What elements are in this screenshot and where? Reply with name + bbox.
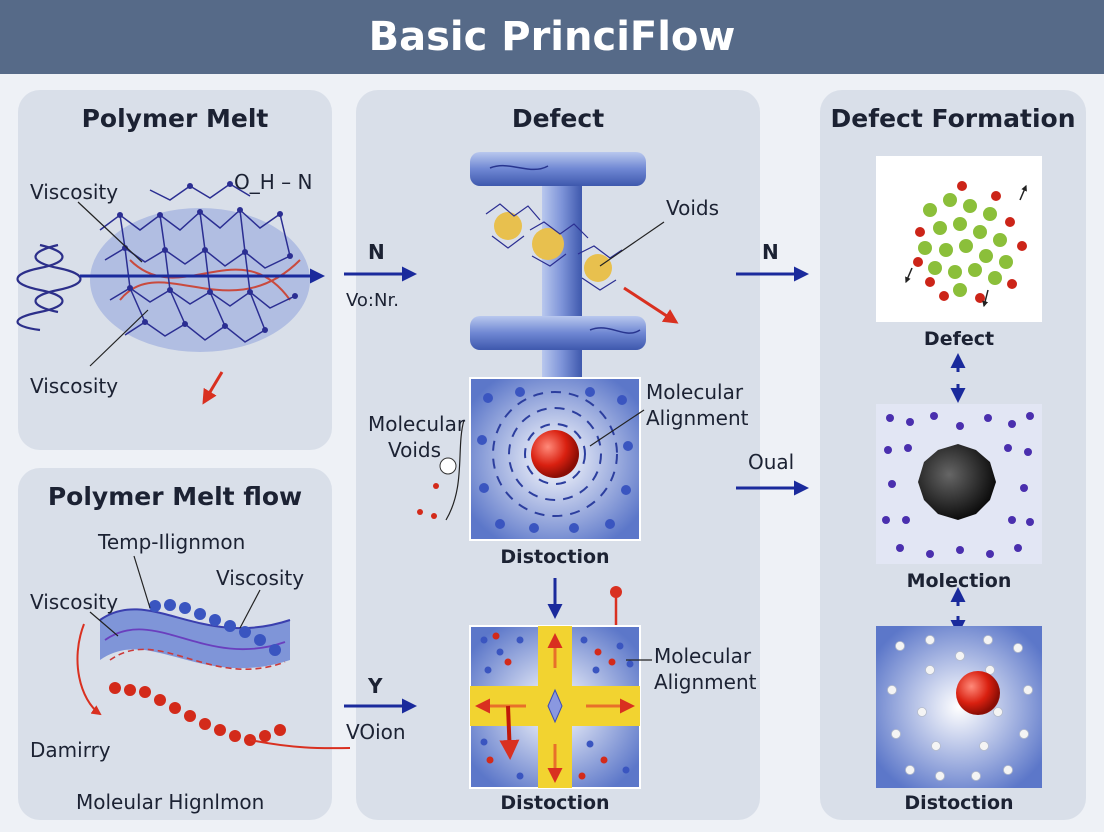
- caption-defect: Defect: [923, 328, 995, 350]
- red-spheres: [109, 682, 286, 746]
- panel-title-defect: Defect: [511, 104, 605, 133]
- caption-distoction: Distoction: [500, 546, 610, 568]
- label-voids: Voids: [666, 196, 720, 220]
- arrow-sublabel: VOion: [346, 720, 406, 744]
- label-moleular: Moleular Hignlmon: [76, 790, 265, 814]
- red-arrow: [623, 286, 679, 324]
- red-curved-arrow: [249, 739, 351, 750]
- caption-distoction: Distoction: [500, 792, 610, 814]
- label-formula: O_H – N: [234, 170, 313, 194]
- helix-icon: [16, 243, 82, 332]
- leader-line: [239, 589, 261, 629]
- flow-layers: [99, 608, 291, 670]
- label-molecular-alignment: Molecular: [654, 644, 752, 668]
- leader-line: [89, 309, 149, 367]
- label-viscosity: Viscosity: [30, 374, 119, 398]
- panel-title-polymer-melt: Polymer Melt: [81, 104, 269, 133]
- label-molecular-alignment: Alignment: [646, 406, 749, 430]
- leader-line: [89, 611, 119, 637]
- title-banner: [0, 0, 1104, 74]
- dislocation-cross-box: [469, 625, 641, 789]
- caption-distoction: Distoction: [904, 792, 1014, 814]
- molecular-alignment-box: [469, 377, 641, 541]
- small-void-marker: [417, 419, 465, 521]
- arrow-sublabel: Vo:Nr.: [346, 290, 399, 311]
- leader-line: [77, 201, 143, 263]
- caption-molection: Molection: [906, 570, 1012, 592]
- leader-line: [599, 221, 665, 267]
- label-damirry: Damirry: [30, 738, 111, 762]
- page-title: Basic PrinciFlow: [368, 14, 736, 60]
- alignment-dots: [477, 387, 633, 533]
- pipe-structure: [470, 152, 646, 378]
- red-arrow: [202, 371, 224, 405]
- leader-line: [589, 409, 645, 447]
- arrow-label-n: N: [762, 240, 779, 264]
- arrow-label-oual: Oual: [748, 450, 795, 474]
- polymer-network: [90, 181, 310, 352]
- label-molecular-alignment: Molecular: [646, 380, 744, 404]
- panel-title-polymer-melt-flow: Polymer Melt flow: [47, 482, 303, 511]
- label-molecular-alignment: Alignment: [654, 670, 757, 694]
- dislocation-sphere-box: [876, 626, 1042, 788]
- arrow-label-n: N: [368, 240, 385, 264]
- label-viscosity: Viscosity: [30, 590, 119, 614]
- cross-dots: [480, 632, 634, 780]
- label-viscosity: Viscosity: [216, 566, 305, 590]
- arrow-label-y: Y: [368, 674, 383, 698]
- red-curved-arrow: [76, 623, 102, 716]
- blue-spheres: [149, 599, 281, 656]
- label-viscosity: Viscosity: [30, 180, 119, 204]
- dark-void-box: [876, 404, 1042, 564]
- label-temp: Temp-Ilignmon: [98, 530, 246, 554]
- label-molecular: Molecular: [368, 412, 466, 436]
- leader-line: [133, 555, 151, 609]
- panel-title-defect-formation: Defect Formation: [830, 104, 1076, 133]
- label-voids: Voids: [388, 438, 442, 462]
- defect-cluster-box: [876, 156, 1042, 322]
- void-clusters: [485, 203, 623, 291]
